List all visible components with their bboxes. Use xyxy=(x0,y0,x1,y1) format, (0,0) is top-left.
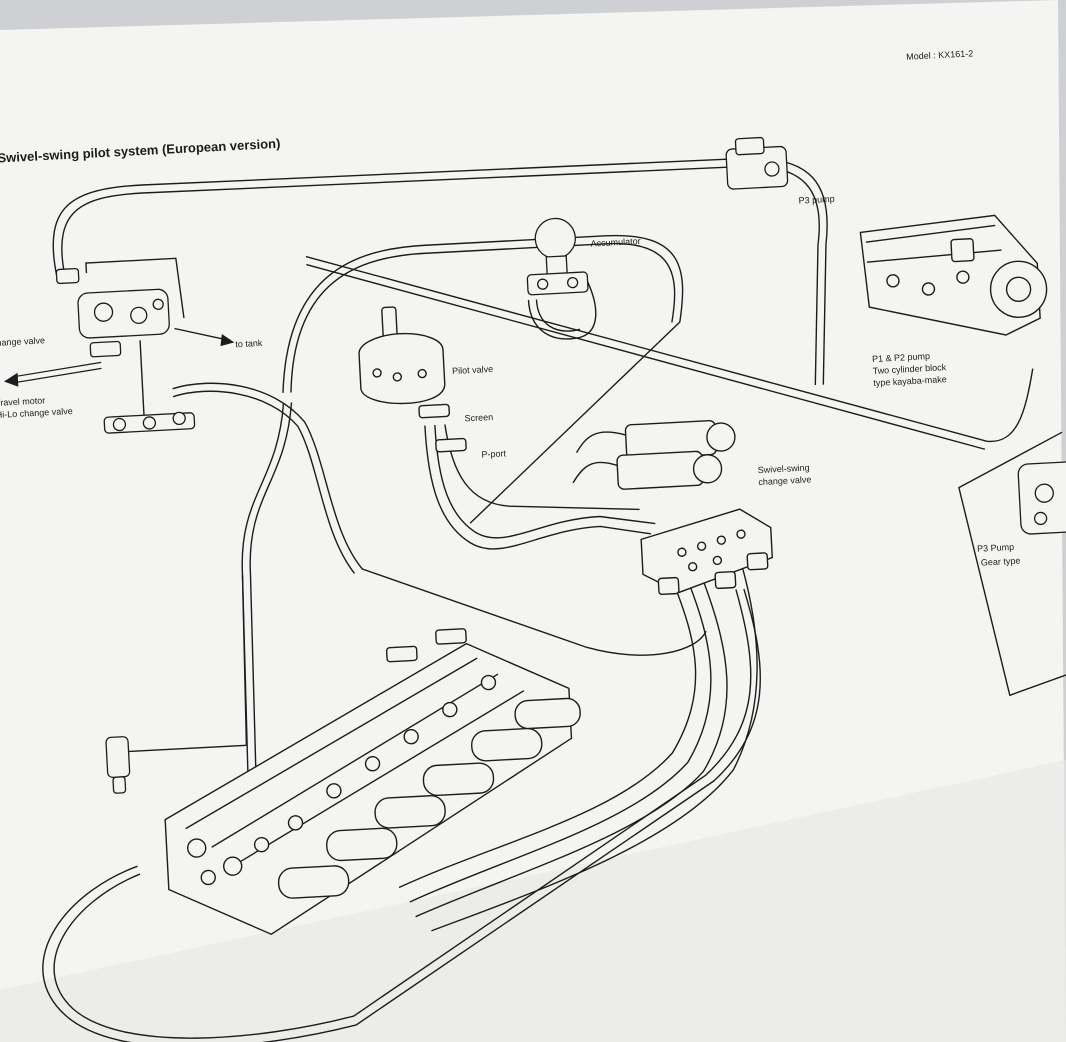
hose-bottom-loop xyxy=(42,588,761,1042)
pipe-center-right-2 xyxy=(290,242,676,393)
hose-lines xyxy=(11,157,1066,1042)
accumulator xyxy=(526,217,589,296)
p3-pump-top xyxy=(725,136,789,190)
label-travel-motor-1: Travel motor xyxy=(0,395,46,408)
pipe-left-elbow xyxy=(121,575,248,753)
hose-bundle-4 xyxy=(431,568,758,932)
pipe-valve-drop xyxy=(139,340,145,421)
arrowhead-tank xyxy=(220,334,235,347)
label-swivel-2: change valve xyxy=(758,474,811,487)
pipe-leftbox xyxy=(85,257,185,319)
label-accumulator: Accumulator xyxy=(590,236,640,249)
label-to-tank: to tank xyxy=(235,338,263,349)
p3-gear-pump xyxy=(1017,461,1066,535)
hose-bundle-1 xyxy=(398,582,697,889)
pipe-diagonal-main-2 xyxy=(306,263,986,450)
label-p3-gear-1: P3 Pump xyxy=(977,542,1015,554)
label-p1p2-3: type kayaba-make xyxy=(873,374,947,388)
diagram-rotated: 3) Swivel-swing pilot system (European v… xyxy=(0,48,1066,1042)
label-pilot-valve: Pilot valve xyxy=(452,364,493,376)
swivel-solenoids xyxy=(572,419,736,490)
arrow-travel-motor-2 xyxy=(12,367,102,384)
hilo-fittings xyxy=(103,411,196,434)
pipe-accumulator xyxy=(527,281,597,340)
swivel-valve-block xyxy=(640,508,774,596)
arrow-to-tank xyxy=(174,327,231,342)
pipe-center-right xyxy=(282,234,684,524)
change-valve xyxy=(55,267,170,358)
hose-top-long xyxy=(52,157,828,385)
label-p3-pump-top: P3 pump xyxy=(798,194,835,206)
label-p1p2-2: Two cylinder block xyxy=(872,362,946,376)
label-p3-gear-2: Gear type xyxy=(981,556,1021,568)
hose-bundle-2 xyxy=(409,581,712,903)
model-label: Model : KX161-2 xyxy=(906,48,973,61)
hose-bundle-3 xyxy=(415,580,728,918)
p1p2-pump xyxy=(859,214,1048,336)
label-travel-motor-2: Hi-Lo change valve xyxy=(0,406,73,420)
pipe-left-vertical xyxy=(241,402,285,776)
label-screen: Screen xyxy=(464,412,493,423)
hose-pilot-down-2 xyxy=(434,424,656,539)
label-change-valve: Change valve xyxy=(0,335,45,348)
arrow-travel-motor xyxy=(11,361,102,378)
paper-shadow xyxy=(0,760,1066,1042)
gear-pump-panel xyxy=(958,431,1066,697)
hose-bottom-loop-2 xyxy=(53,589,752,1039)
control-valve-assembly xyxy=(164,628,581,936)
hose-travel-motor-2 xyxy=(172,390,356,574)
component-labels: Change valve to tank Travel motor Hi-Lo … xyxy=(0,194,1021,568)
pilot-valve xyxy=(358,306,467,453)
pipe-diagonal-main xyxy=(305,255,1034,442)
pipe-accumulator-2 xyxy=(535,299,581,332)
hose-travel-motor xyxy=(172,382,707,656)
arrowhead-travel xyxy=(4,372,19,387)
hose-pilot-down xyxy=(424,425,651,550)
label-p1p2-1: P1 & P2 pump xyxy=(872,351,930,364)
left-elbow-fitting xyxy=(105,736,131,794)
label-swivel-1: Swivel-swing xyxy=(757,462,809,475)
pipe-left-vertical-2 xyxy=(249,402,293,775)
label-p-port: P-port xyxy=(481,448,506,459)
